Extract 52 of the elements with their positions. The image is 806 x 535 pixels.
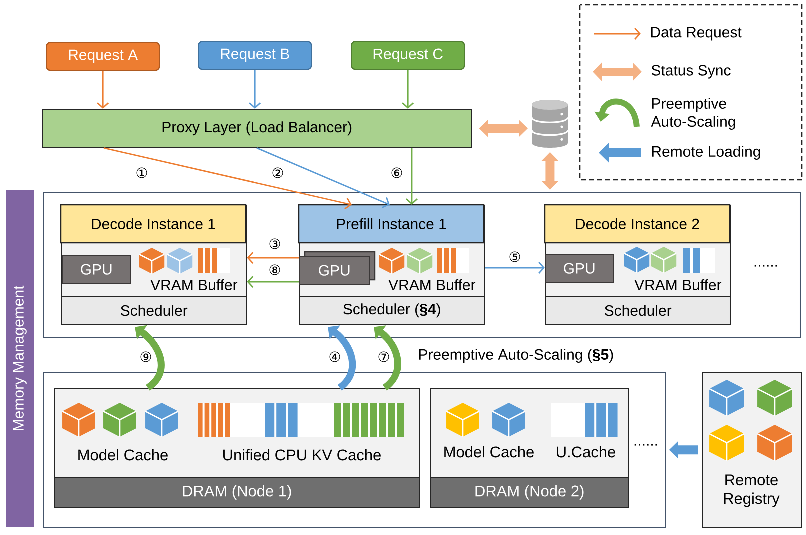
edge-label: ⑧ — [268, 264, 282, 276]
arrow — [402, 70, 414, 109]
request-box: Request C — [351, 41, 466, 70]
container-box — [43, 372, 666, 528]
edge-label: ④ — [328, 350, 342, 364]
scheduler-bar: Scheduler (§4) — [299, 296, 486, 326]
arrow — [247, 276, 299, 288]
arrow — [97, 71, 110, 109]
instance-header: Decode Instance 2 — [544, 204, 731, 244]
ellipsis: ...... — [634, 444, 658, 446]
edge-label: ③ — [268, 238, 282, 250]
note-text: Preemptive Auto-Scaling (§5) — [419, 349, 614, 363]
ellipsis: ...... — [754, 265, 778, 267]
legend-text: Remote Loading — [652, 146, 760, 160]
buffer-label: VRAM Buffer — [388, 280, 476, 290]
instance-header: Decode Instance 1 — [60, 204, 247, 244]
arrow — [104, 148, 352, 210]
edge-label: ⑥ — [390, 166, 404, 180]
cache-label: Model Cache — [78, 449, 168, 461]
buffer-label: VRAM Buffer — [150, 280, 238, 290]
registry-label: Remote Registry — [724, 474, 780, 508]
arrow — [256, 148, 390, 208]
arrow — [485, 262, 545, 274]
container-box — [43, 192, 802, 338]
gpu-box: GPU — [62, 255, 132, 284]
edge-label: ⑨ — [138, 350, 154, 364]
edge-label: ⑦ — [376, 350, 392, 364]
arrow — [406, 148, 418, 205]
side-band: Memory Management — [6, 190, 34, 528]
edge-label: ① — [134, 166, 150, 180]
arrow — [247, 252, 299, 264]
scheduler-bar: Scheduler — [61, 296, 248, 326]
dram-bar: DRAM (Node 2) — [430, 476, 630, 508]
gpu-box: GPU — [545, 254, 614, 284]
request-box: Request A — [46, 42, 160, 72]
edge-label: ② — [270, 166, 286, 180]
dram-bar: DRAM (Node 1) — [54, 476, 420, 508]
proxy-box: Proxy Layer (Load Balancer) — [42, 109, 472, 148]
cache-label: Unified CPU KV Cache — [224, 449, 381, 461]
buffer-label: VRAM Buffer — [634, 280, 722, 290]
request-box: Request B — [198, 41, 312, 70]
gpu-box: GPU — [299, 251, 376, 286]
scheduler-bar: Scheduler — [545, 296, 732, 326]
legend-text: Data Request — [651, 27, 742, 41]
cache-label: Model Cache — [444, 446, 534, 458]
edge-label: ⑤ — [508, 250, 522, 264]
cache-label: U.Cache — [557, 446, 616, 458]
arrow — [249, 70, 262, 109]
legend-text: Preemptive Auto-Scaling — [651, 98, 736, 130]
instance-header: Prefill Instance 1 — [298, 204, 485, 244]
legend-text: Status Sync — [652, 65, 731, 79]
database-cylinder — [531, 100, 569, 148]
